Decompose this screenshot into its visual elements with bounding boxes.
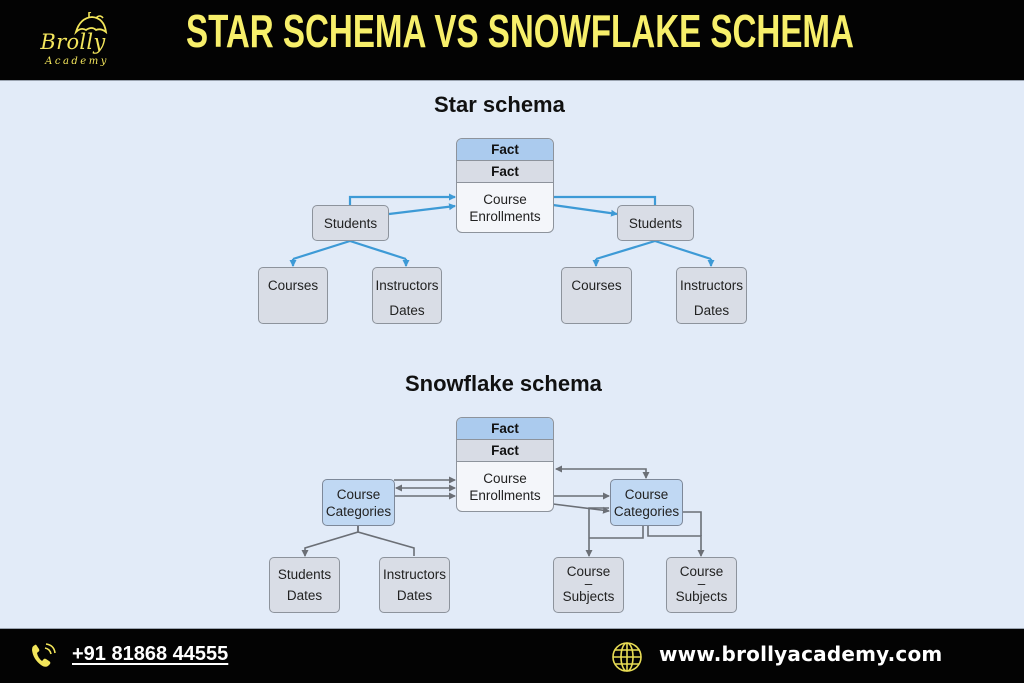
fact-header: Fact	[457, 418, 553, 440]
star-fact-table: Fact Fact Course Enrollments	[456, 138, 554, 233]
phone-icon	[32, 643, 56, 667]
child-line1: Instructors	[382, 567, 447, 582]
child-line2: Dates	[286, 588, 323, 603]
fact-subheader: Fact	[457, 440, 553, 462]
dimension-line2: Categories	[613, 503, 680, 519]
child-line2: Dates	[693, 303, 730, 318]
brolly-logo[interactable]: Brolly Academy	[36, 10, 116, 74]
logo-subtitle: Academy	[45, 56, 109, 67]
snowflake-fact-table: Fact Fact Course Enrollments	[456, 417, 554, 512]
child-line1: Courses	[571, 278, 622, 293]
star-left-child-courses: Courses	[258, 267, 328, 324]
fact-header: Fact	[457, 139, 553, 161]
snowflake-right-child-subjects-1: Course – Subjects	[553, 557, 624, 613]
child-line1: Instructors	[679, 278, 744, 293]
star-right-dimension: Students	[617, 205, 694, 241]
fact-body: Course Enrollments	[457, 183, 553, 232]
child-line1: Instructors	[375, 278, 439, 293]
child-line3: Subjects	[675, 589, 728, 604]
fact-body: Course Enrollments	[457, 462, 553, 511]
fact-line1: Course	[483, 470, 527, 486]
header-banner: Brolly Academy STAR SCHEMA VS SNOWFLAKE …	[0, 0, 1024, 81]
star-schema-title: Star schema	[434, 92, 565, 117]
phone-link[interactable]: +91 81868 44555	[72, 643, 229, 665]
fact-line2: Enrollments	[469, 208, 541, 224]
star-right-child-courses: Courses	[561, 267, 632, 324]
child-line3: Subjects	[562, 589, 615, 604]
child-line2: –	[584, 576, 593, 591]
globe-icon	[612, 642, 642, 672]
dimension-line1: Course	[624, 486, 669, 502]
website-link[interactable]: www.brollyacademy.com	[659, 642, 943, 666]
child-line1: Course	[679, 564, 724, 579]
star-left-dimension: Students	[312, 205, 389, 241]
snowflake-right-dimension: Course Categories	[610, 479, 683, 526]
snowflake-left-child-students: Students Dates	[269, 557, 340, 613]
dimension-label: Students	[323, 215, 378, 231]
dimension-label: Students	[628, 215, 683, 231]
child-line2: Dates	[396, 588, 433, 603]
child-line1: Course	[566, 564, 611, 579]
page-title: STAR SCHEMA VS SNOWFLAKE SCHEMA	[186, 5, 854, 57]
snowflake-right-child-subjects-2: Course – Subjects	[666, 557, 737, 613]
fact-subheader: Fact	[457, 161, 553, 183]
footer-bar: +91 81868 44555 www.brollyacademy.com	[0, 628, 1024, 683]
snowflake-left-dimension: Course Categories	[322, 479, 395, 526]
umbrella-icon	[74, 12, 108, 36]
fact-line2: Enrollments	[469, 487, 541, 503]
dimension-line1: Course	[336, 486, 381, 502]
dimension-line2: Categories	[325, 503, 392, 519]
child-line1: Courses	[267, 278, 319, 293]
logo-name: Brolly	[40, 30, 106, 54]
child-line1: Students	[277, 567, 332, 582]
snowflake-schema-title: Snowflake schema	[405, 371, 602, 396]
child-line2: –	[697, 576, 706, 591]
snowflake-left-child-instructors: Instructors Dates	[379, 557, 450, 613]
fact-line1: Course	[483, 191, 527, 207]
child-line2: Dates	[389, 303, 425, 318]
star-left-child-instructors: Instructors Dates	[372, 267, 442, 324]
star-right-child-instructors: Instructors Dates	[676, 267, 747, 324]
